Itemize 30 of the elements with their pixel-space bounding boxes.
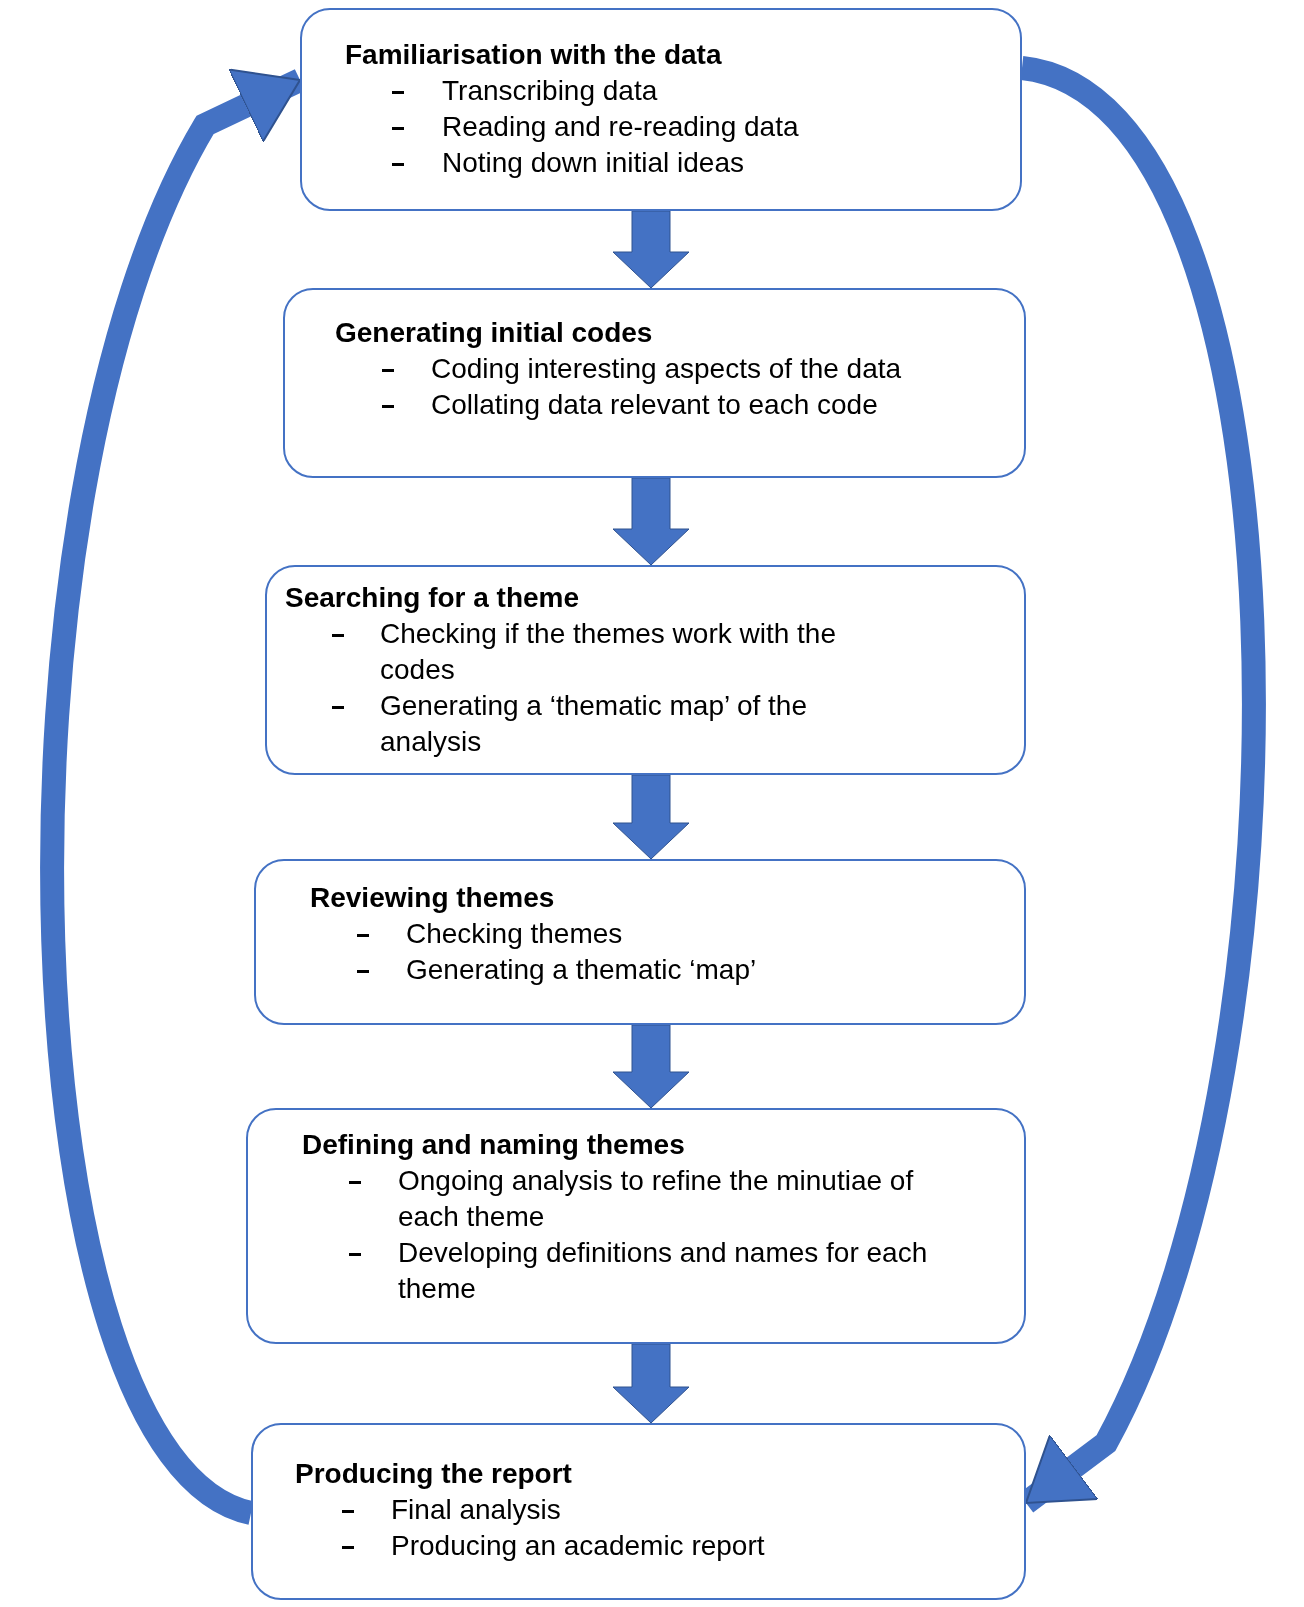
step-heading: Searching for a theme: [285, 581, 580, 615]
bullet-text: Ongoing analysis to refine the minutiae of each theme: [398, 1164, 915, 1234]
block-arrow: [612, 1343, 690, 1424]
block-arrow: [612, 477, 690, 566]
bullet-text: Checking themes: [406, 917, 623, 951]
bullet-text: Reading and re-reading data: [442, 110, 799, 144]
process-box: [254, 859, 1026, 1025]
process-box: [283, 288, 1026, 478]
bullet-text: Checking if the themes work with the codes: [380, 617, 837, 687]
process-box: [246, 1108, 1026, 1344]
bullet-text: Noting down initial ideas: [442, 146, 744, 180]
step-heading: Generating initial codes: [335, 316, 653, 350]
bullet-text: Developing definitions and names for each theme: [398, 1236, 929, 1306]
step-heading: Producing the report: [295, 1457, 572, 1491]
block-arrow: [612, 774, 690, 860]
bullet-text: Transcribing data: [442, 74, 658, 108]
block-arrow: [612, 1024, 690, 1109]
bullet-text: Collating data relevant to each code: [431, 388, 878, 422]
step-heading: Reviewing themes: [310, 881, 555, 915]
process-box: [265, 565, 1026, 775]
process-box: [300, 8, 1022, 211]
bullet-text: Generating a ‘thematic map’ of the analysis: [380, 689, 808, 759]
step-heading: Familiarisation with the data: [345, 38, 722, 72]
block-arrow: [612, 210, 690, 289]
bullet-text: Generating a thematic ‘map’: [406, 953, 757, 987]
step-heading: Defining and naming themes: [302, 1128, 685, 1162]
bullet-text: Final analysis: [391, 1493, 561, 1527]
bullet-text: Producing an academic report: [391, 1529, 765, 1563]
process-box: [251, 1423, 1026, 1600]
bullet-text: Coding interesting aspects of the data: [431, 352, 902, 386]
